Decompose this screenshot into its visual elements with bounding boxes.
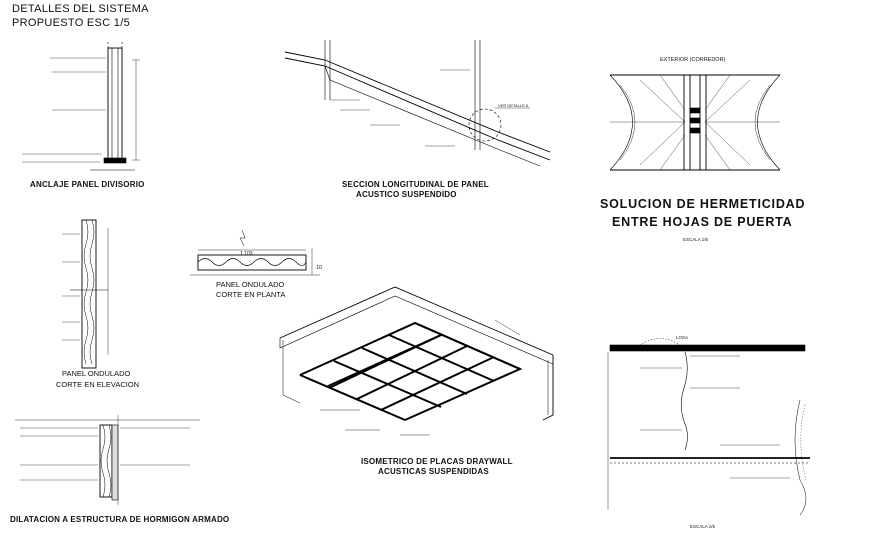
panel-elevacion-drawing: [62, 219, 109, 369]
panel-elevacion-title-line1: PANEL ONDULADO: [62, 369, 131, 378]
seccion-dim: VER DETALLE A: [498, 103, 529, 108]
hermeticidad-scale: ESCALA 1/5: [683, 237, 709, 242]
panel-planta-title-line1: PANEL ONDULADO: [216, 280, 285, 289]
dilatacion-drawing: [15, 415, 200, 505]
hermeticidad-title-line2: ENTRE HOJAS DE PUERTA: [612, 215, 793, 229]
isometrico-title-line1: ISOMETRICO DE PLACAS DRAYWALL: [361, 457, 513, 466]
hermeticidad-drawing: [609, 74, 781, 171]
anclaje-panel-drawing: [22, 40, 140, 171]
panel-planta-dim1: 1.103: [240, 251, 253, 257]
seccion-longitudinal-drawing: [284, 40, 551, 167]
anclaje-title: ANCLAJE PANEL DIVISORIO: [30, 180, 145, 189]
isometrico-drawing: [279, 286, 554, 436]
panel-planta-title-line2: CORTE EN PLANTA: [216, 290, 286, 299]
cielo-label: LOSA: [676, 335, 689, 340]
sheet-header-line2: PROPUESTO ESC 1/5: [12, 17, 130, 29]
panel-planta-dim2: .10: [315, 265, 322, 271]
cielo-scale: ESCALA 1/5: [690, 524, 716, 529]
hermeticidad-title-line1: SOLUCION DE HERMETICIDAD: [600, 197, 806, 211]
seccion-title-line2: ACUSTICO SUSPENDIDO: [356, 190, 457, 199]
panel-planta-drawing: [190, 229, 320, 276]
seccion-title-line1: SECCION LONGITUDINAL DE PANEL: [342, 180, 489, 189]
panel-elevacion-title-line2: CORTE EN ELEVACION: [56, 380, 140, 389]
hermeticidad-top-label: EXTERIOR (CORREDOR): [660, 57, 726, 63]
cielo-falso-drawing: [607, 338, 810, 516]
dilatacion-title: DILATACION A ESTRUCTURA DE HORMIGON ARMA…: [10, 515, 230, 524]
sheet-header-line1: DETALLES DEL SISTEMA: [12, 3, 149, 15]
isometrico-title-line2: ACUSTICAS SUSPENDIDAS: [378, 467, 489, 476]
